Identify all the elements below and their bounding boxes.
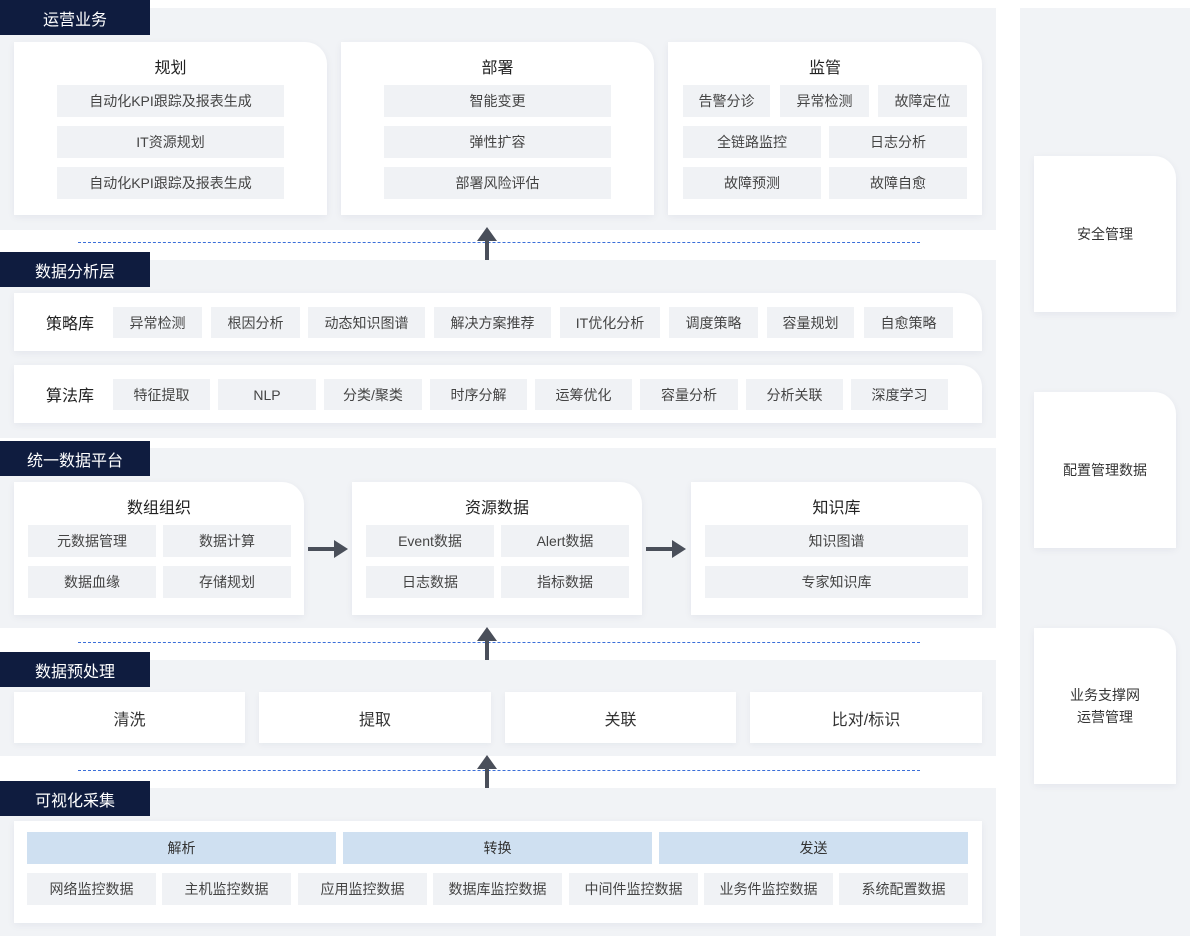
planning-item: IT资源规划 [57,126,284,158]
preprocess-layer-label: 数据预处理 [0,652,150,687]
collect-layer-label: 可视化采集 [0,781,150,816]
algorithm-item: NLP [218,379,316,410]
collect-source: 系统配置数据 [839,873,968,905]
collect-stage: 解析 [27,832,336,864]
monitor-item: 故障定位 [878,85,967,117]
collect-stage: 发送 [659,832,968,864]
knowledge-base-item: 知识图谱 [705,525,968,557]
right-arrow-shaft [308,547,336,551]
strategy-item: 调度策略 [669,307,758,338]
up-arrow-stem [485,768,489,788]
knowledge-base-title: 知识库 [812,500,861,517]
right-arrow-icon [334,540,348,558]
deploy-item: 部署风险评估 [384,167,611,199]
resource-data-title: 资源数据 [464,500,529,517]
collect-source: 主机监控数据 [162,873,291,905]
planning-title: 规划 [154,60,187,77]
monitor-title: 监管 [808,60,841,77]
bss-management-card: 业务支撑网 运营管理 [1034,628,1176,784]
strategy-library-row: 策略库 异常检测 根因分析 动态知识图谱 解决方案推荐 IT优化分析 调度策略 … [14,293,982,351]
strategy-item: IT优化分析 [560,307,660,338]
planning-item: 自动化KPI跟踪及报表生成 [57,85,284,117]
resource-data-card: 资源数据 Event数据 Alert数据 日志数据 指标数据 [352,482,642,615]
up-arrow-icon [477,227,497,241]
platform-layer-label: 统一数据平台 [0,441,150,476]
monitor-item: 故障自愈 [829,167,967,199]
bss-management-label-2: 运营管理 [1077,709,1133,725]
knowledge-base-card: 知识库 知识图谱 专家知识库 [691,482,982,615]
data-organization-card: 数组组织 元数据管理 数据计算 数据血缘 存储规划 [14,482,304,615]
algorithm-library-title: 算法库 [46,388,95,405]
data-organization-item: 元数据管理 [28,525,156,557]
collect-source: 中间件监控数据 [569,873,698,905]
up-arrow-icon [477,755,497,769]
resource-data-item: Event数据 [366,525,494,557]
right-arrow-shaft [646,547,674,551]
strategy-item: 自愈策略 [864,307,953,338]
algorithm-item: 深度学习 [851,379,948,410]
algorithm-item: 分析关联 [746,379,843,410]
data-organization-item: 数据血缘 [28,566,156,598]
preprocess-step: 清洗 [14,692,245,743]
data-organization-item: 数据计算 [163,525,291,557]
algorithm-item: 特征提取 [113,379,210,410]
collect-source: 网络监控数据 [27,873,156,905]
knowledge-base-item: 专家知识库 [705,566,968,598]
layer-divider-dashed [78,242,920,243]
strategy-library-title: 策略库 [46,316,95,333]
algorithm-item: 运筹优化 [535,379,632,410]
config-management-label: 配置管理数据 [1063,462,1147,478]
preprocess-step: 提取 [259,692,491,743]
strategy-item: 动态知识图谱 [308,307,425,338]
analysis-layer-label: 数据分析层 [0,252,150,287]
deploy-item: 弹性扩容 [384,126,611,158]
ops-layer-label: 运营业务 [0,0,150,35]
algorithm-item: 时序分解 [430,379,527,410]
resource-data-item: Alert数据 [501,525,629,557]
preprocess-step: 关联 [505,692,736,743]
collect-source: 业务件监控数据 [704,873,833,905]
deploy-item: 智能变更 [384,85,611,117]
monitor-item: 告警分诊 [683,85,770,117]
layer-divider-dashed [78,642,920,643]
deploy-title: 部署 [481,60,514,77]
monitor-item: 异常检测 [780,85,869,117]
up-arrow-stem [485,240,489,260]
strategy-item: 根因分析 [211,307,300,338]
resource-data-item: 日志数据 [366,566,494,598]
monitor-item: 全链路监控 [683,126,821,158]
security-management-card: 安全管理 [1034,156,1176,312]
up-arrow-icon [477,627,497,641]
strategy-item: 解决方案推荐 [434,307,551,338]
planning-card: 规划 自动化KPI跟踪及报表生成 IT资源规划 自动化KPI跟踪及报表生成 [14,42,327,215]
monitor-item: 日志分析 [829,126,967,158]
strategy-item: 异常检测 [113,307,202,338]
data-organization-item: 存储规划 [163,566,291,598]
preprocess-step: 比对/标识 [750,692,982,743]
monitor-card: 监管 告警分诊 异常检测 故障定位 全链路监控 日志分析 故障预测 故障自愈 [668,42,982,215]
algorithm-item: 分类/聚类 [324,379,422,410]
right-arrow-icon [672,540,686,558]
planning-item: 自动化KPI跟踪及报表生成 [57,167,284,199]
collect-stage: 转换 [343,832,652,864]
algorithm-library-row: 算法库 特征提取 NLP 分类/聚类 时序分解 运筹优化 容量分析 分析关联 深… [14,365,982,423]
bss-management-label-1: 业务支撑网 [1070,687,1140,703]
layer-divider-dashed [78,770,920,771]
collect-card: 解析 转换 发送 网络监控数据 主机监控数据 应用监控数据 数据库监控数据 中间… [14,821,982,923]
algorithm-item: 容量分析 [640,379,738,410]
monitor-item: 故障预测 [683,167,821,199]
data-organization-title: 数组组织 [126,500,191,517]
up-arrow-stem [485,640,489,660]
collect-source: 应用监控数据 [298,873,427,905]
resource-data-item: 指标数据 [501,566,629,598]
strategy-item: 容量规划 [767,307,854,338]
config-management-card: 配置管理数据 [1034,392,1176,548]
deploy-card: 部署 智能变更 弹性扩容 部署风险评估 [341,42,654,215]
collect-source: 数据库监控数据 [433,873,562,905]
security-management-label: 安全管理 [1077,226,1133,242]
